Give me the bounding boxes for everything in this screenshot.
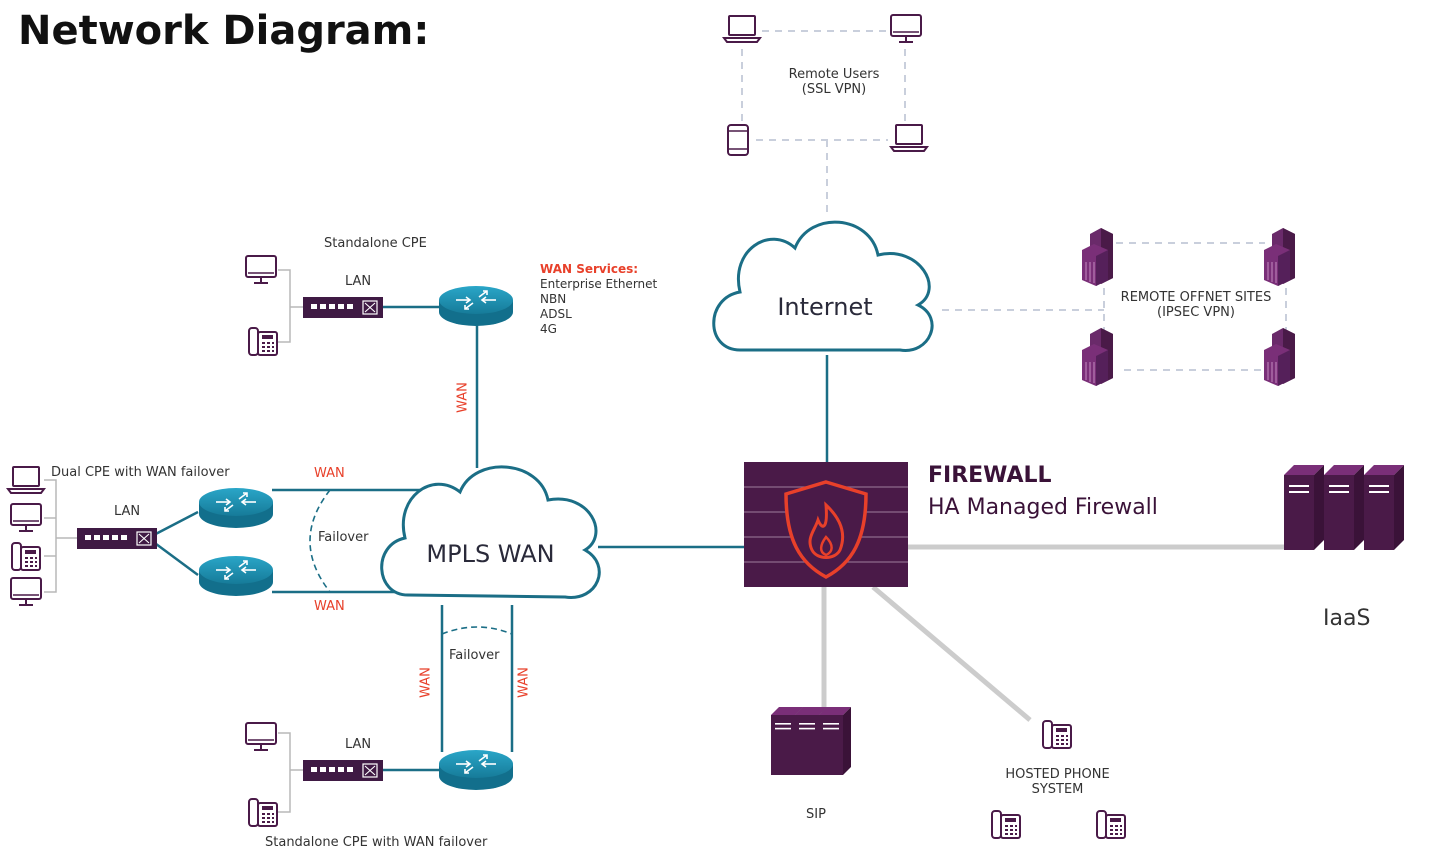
iaas-server-icon <box>1284 465 1404 550</box>
remote-users-label: Remote Users (SSL VPN) <box>760 67 908 97</box>
phone-icon <box>1096 810 1126 839</box>
wan-service-item: NBN <box>540 292 567 306</box>
lan-switch-3 <box>302 759 384 782</box>
monitor-icon <box>10 503 42 532</box>
failover-label: Failover <box>318 530 369 545</box>
sip-server-icon <box>771 707 851 775</box>
lan-switch-1 <box>302 296 384 319</box>
laptop-icon <box>890 124 928 152</box>
phone-icon <box>248 798 278 827</box>
firewall-device <box>744 462 908 587</box>
standalone-cpe-label: Standalone CPE <box>324 236 427 251</box>
remote-users-links <box>741 30 1287 371</box>
laptop-icon <box>7 466 45 494</box>
lan-switch-2 <box>76 527 158 550</box>
hosted-phone-line1: HOSTED PHONE <box>1005 767 1110 782</box>
building-icon <box>1263 327 1296 387</box>
wan-services-heading: WAN Services: <box>540 262 639 276</box>
monitor-icon <box>245 255 277 284</box>
lan-label: LAN <box>345 737 372 752</box>
phone-icon <box>991 810 1021 839</box>
standalone-failover-label: Standalone CPE with WAN failover <box>265 835 488 850</box>
wan-services: WAN Services: Enterprise Ethernet NBN AD… <box>540 262 657 337</box>
wan-label-vertical: WAN <box>418 667 434 698</box>
wan-service-item: Enterprise Ethernet <box>540 277 658 291</box>
building-icon <box>1081 227 1114 287</box>
firewall-title: FIREWALL <box>928 463 1052 488</box>
monitor-icon <box>10 577 42 606</box>
laptop-icon <box>723 15 761 43</box>
lan-links <box>44 269 303 813</box>
phone-icon <box>11 542 41 571</box>
lan-label: LAN <box>114 504 141 519</box>
remote-users-line2: (SSL VPN) <box>801 82 867 97</box>
wan-label: WAN <box>314 466 345 481</box>
failover-arc-dual <box>309 489 331 593</box>
internet-cloud <box>712 220 934 352</box>
sip-label: SIP <box>806 807 826 822</box>
wan-label: WAN <box>314 599 345 614</box>
mpls-label: MPLS WAN <box>426 540 555 568</box>
internet-label: Internet <box>777 293 873 321</box>
offnet-label: REMOTE OFFNET SITES (IPSEC VPN) <box>1106 290 1286 320</box>
monitor-icon <box>245 722 277 751</box>
teal-links <box>147 305 829 772</box>
wan-service-item: ADSL <box>540 307 572 321</box>
router-dual-1 <box>198 487 274 529</box>
mpls-cloud <box>380 465 601 599</box>
hosted-phone-label: HOSTED PHONE SYSTEM <box>985 767 1130 797</box>
router-dual-2 <box>198 555 274 597</box>
dual-cpe-label: Dual CPE with WAN failover <box>51 465 230 480</box>
page-title: Network Diagram: <box>18 8 430 54</box>
lan-label: LAN <box>345 274 372 289</box>
monitor-icon <box>890 14 922 43</box>
router-standalone <box>438 285 514 327</box>
phone-icon <box>248 327 278 356</box>
wan-label-vertical: WAN <box>516 667 532 698</box>
phone-icon <box>1042 720 1072 749</box>
building-icon <box>1263 227 1296 287</box>
offnet-line2: (IPSEC VPN) <box>1157 305 1235 320</box>
firewall-subtitle: HA Managed Firewall <box>928 495 1158 520</box>
firewall-links <box>821 544 1290 722</box>
iaas-label: IaaS <box>1323 606 1371 631</box>
offnet-line1: REMOTE OFFNET SITES <box>1120 290 1272 305</box>
router-standalone-failover <box>438 749 514 791</box>
tablet-icon <box>727 124 749 156</box>
hosted-phone-line2: SYSTEM <box>1031 782 1084 797</box>
failover-arc-standalone <box>441 626 513 635</box>
wan-service-item: 4G <box>540 322 557 336</box>
building-icon <box>1081 327 1114 387</box>
wan-label-vertical: WAN <box>455 382 471 413</box>
failover-label: Failover <box>449 648 500 663</box>
remote-users-line1: Remote Users <box>788 67 880 82</box>
